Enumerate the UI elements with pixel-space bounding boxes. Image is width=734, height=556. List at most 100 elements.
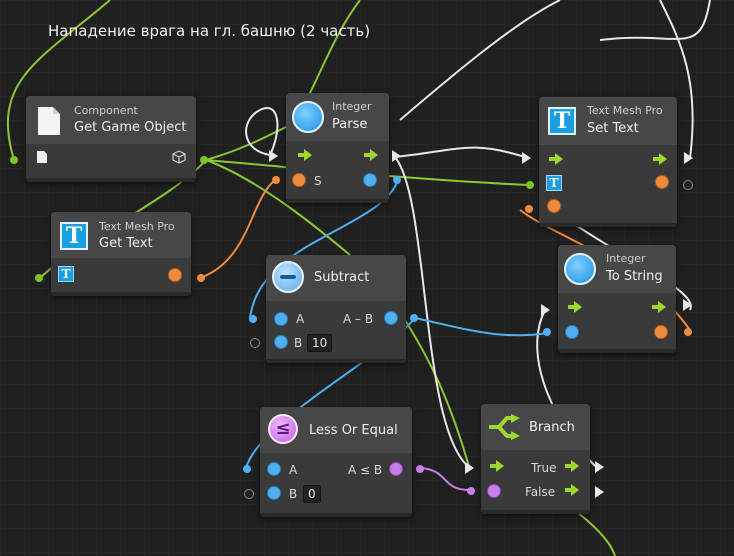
node-branch[interactable]: Branch True False (481, 404, 590, 514)
flow-true-port[interactable] (565, 460, 579, 472)
branch-icon (489, 414, 520, 440)
group-title: Нападение врага на гл. башню (2 часть) (48, 22, 371, 40)
output-result-port[interactable] (363, 173, 377, 187)
input-condition-port[interactable] (487, 484, 501, 498)
b-value-field[interactable]: 0 (303, 485, 321, 503)
branch-true-out-triangle[interactable] (595, 461, 604, 473)
node-title: Get Game Object (74, 120, 187, 135)
less-equal-a-input-dot[interactable] (243, 465, 251, 473)
wire-flow-top-settext (659, 0, 694, 159)
true-label: True (531, 461, 557, 475)
false-label: False (525, 485, 556, 499)
to-string-output-dot[interactable] (684, 328, 692, 336)
wire-flow-top-right (599, 0, 711, 41)
cube-icon (172, 150, 186, 164)
input-a-port[interactable] (274, 312, 288, 326)
parse-s-input-dot[interactable] (272, 176, 280, 184)
flow-in-port[interactable] (490, 460, 504, 472)
node-category: Text Mesh Pro (99, 220, 175, 233)
get-game-object-input-dot[interactable] (10, 156, 18, 164)
node-title: To String (606, 269, 663, 284)
input-b-port[interactable] (274, 335, 288, 349)
node-category: Integer (332, 100, 372, 113)
output-result-port[interactable] (384, 311, 398, 325)
node-parse[interactable]: Integer Parse S (286, 93, 389, 203)
node-to-string[interactable]: Integer To String (558, 245, 676, 353)
minus-icon (272, 261, 304, 293)
set-text-output-ring[interactable] (683, 180, 693, 190)
branch-condition-input-dot[interactable] (467, 487, 475, 495)
get-game-object-output-dot[interactable] (200, 156, 208, 164)
get-text-output-dot[interactable] (197, 274, 205, 282)
subtract-b-input-ring[interactable] (250, 338, 260, 348)
port-label-b: B (289, 487, 298, 501)
set-text-text-input-dot[interactable] (525, 205, 533, 213)
parse-output-dot[interactable] (393, 176, 401, 184)
port-label-out: A ≤ B (348, 463, 383, 477)
flow-in-port[interactable] (298, 149, 312, 161)
output-text-port[interactable] (654, 325, 668, 339)
b-value-field[interactable]: 10 (307, 334, 333, 352)
wire-flow-parse-to-settext (394, 146, 526, 158)
set-text-input-dot[interactable] (526, 181, 534, 189)
output-text-port[interactable] (168, 268, 182, 282)
get-text-input-dot[interactable] (35, 274, 43, 282)
input-text-port[interactable] (547, 199, 561, 213)
node-title: Less Or Equal (309, 423, 398, 438)
node-less-or-equal[interactable]: ≤ Less Or Equal A A ≤ B B 0 (260, 407, 412, 517)
flow-false-port[interactable] (565, 484, 579, 496)
document-icon (38, 107, 60, 135)
circle-icon (292, 101, 324, 133)
subtract-a-input-dot[interactable] (249, 315, 257, 323)
flow-in-port[interactable] (568, 301, 582, 313)
less-equal-b-input-ring[interactable] (244, 489, 254, 499)
textmeshpro-icon: T (60, 222, 88, 250)
parse-flow-out-triangle[interactable] (392, 150, 401, 162)
subtract-output-dot[interactable] (410, 314, 418, 322)
node-title: Subtract (314, 270, 370, 285)
wire-gettext-to-parse (199, 179, 276, 279)
wire-flow-parse-in (245, 107, 279, 156)
to-string-input-dot[interactable] (543, 328, 551, 336)
output-text-port[interactable] (655, 175, 669, 189)
flow-in-port[interactable] (549, 153, 563, 165)
circle-icon (564, 253, 596, 285)
set-text-flow-in-triangle[interactable] (522, 152, 531, 164)
node-get-text[interactable]: T Text Mesh Pro Get Text T (51, 212, 191, 296)
flow-out-port[interactable] (652, 301, 666, 313)
to-string-flow-out-triangle[interactable] (683, 299, 692, 311)
node-subtract[interactable]: Subtract A A – B B 10 (266, 255, 406, 363)
wire-flow-parse-to-branch (394, 156, 471, 469)
node-title: Branch (529, 420, 575, 435)
wire-subtract-to-tostring (414, 317, 549, 337)
wire-getgo-down (205, 159, 351, 256)
node-get-game-object[interactable]: Component Get Game Object (26, 96, 196, 182)
input-s-port[interactable] (292, 173, 306, 187)
less-equal-icon: ≤ (268, 414, 298, 444)
input-a-port[interactable] (267, 462, 281, 476)
less-equal-output-dot[interactable] (416, 465, 424, 473)
set-text-flow-out-triangle[interactable] (684, 152, 693, 164)
flow-out-port[interactable] (653, 153, 667, 165)
port-label-a: A (289, 463, 298, 477)
wire-lessequal-to-branch (419, 467, 471, 491)
wire-component-in (6, 0, 111, 161)
wire-flow-top-parse (399, 0, 561, 121)
document-small-icon (37, 151, 47, 163)
port-label-s: S (314, 174, 322, 188)
port-label-out: A – B (343, 312, 374, 326)
branch-flow-in-triangle[interactable] (465, 462, 474, 474)
input-b-port[interactable] (267, 486, 281, 500)
node-category: Integer (606, 252, 646, 265)
textmeshpro-small-icon: T (546, 175, 562, 191)
output-bool-port[interactable] (389, 462, 403, 476)
node-set-text[interactable]: T Text Mesh Pro Set Text T (539, 97, 677, 227)
port-label-a: A (296, 312, 305, 326)
textmeshpro-small-icon: T (58, 266, 74, 282)
input-value-port[interactable] (565, 325, 579, 339)
parse-flow-in-triangle[interactable] (269, 150, 278, 162)
flow-out-port[interactable] (364, 149, 378, 161)
port-label-b: B (294, 336, 303, 350)
branch-false-out-triangle[interactable] (595, 486, 604, 498)
to-string-flow-in-triangle[interactable] (541, 304, 550, 316)
